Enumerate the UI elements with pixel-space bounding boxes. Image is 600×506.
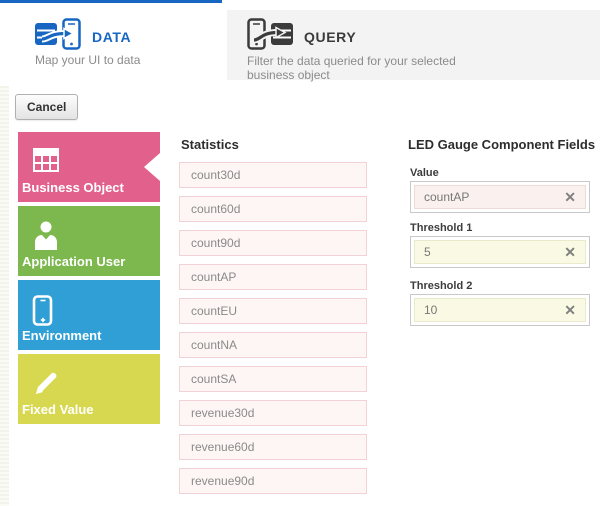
tab-data[interactable]: DATA Map your UI to data [0,0,222,86]
value-field-text: countAP [424,190,470,204]
statistics-title: Statistics [181,137,239,152]
statistics-list: count30d count60d count90d countAP count… [179,162,367,502]
threshold1-field[interactable]: 5 ✕ [410,236,590,268]
threshold2-field-label: Threshold 2 [410,280,473,292]
tab-data-label: DATA [92,28,132,45]
threshold2-field-text: 10 [424,303,438,317]
table-icon [32,147,60,179]
statistic-field-item[interactable]: countAP [179,264,367,290]
sidebar-item-label: Fixed Value [22,402,94,417]
tab-query[interactable]: QUERY Filter the data queried for your s… [227,10,600,82]
query-icon [247,18,293,55]
tab-data-subtitle: Map your UI to data [35,53,141,67]
sidebar-item-label: Environment [22,328,102,343]
sidebar-item-label: Business Object [22,180,124,195]
tab-query-subtitle: Filter the data queried for your selecte… [247,54,456,82]
statistic-field-item[interactable]: count90d [179,230,367,256]
data-icon [35,18,81,55]
cancel-button[interactable]: Cancel [15,94,79,120]
sidebar-item-fixed-value[interactable]: Fixed Value [18,354,160,424]
statistic-field-item[interactable]: revenue60d [179,434,367,460]
sidebar-item-application-user[interactable]: Application User [18,206,160,276]
page-left-margin [0,2,9,506]
fields-panel-title: LED Gauge Component Fields [408,137,596,152]
value-field[interactable]: countAP ✕ [410,181,590,213]
statistic-field-item[interactable]: revenue30d [179,400,367,426]
statistic-field-item[interactable]: revenue90d [179,468,367,494]
clear-x-icon[interactable]: ✕ [564,189,576,205]
phone-icon [32,295,54,331]
clear-x-icon[interactable]: ✕ [564,302,576,318]
statistic-field-item[interactable]: countEU [179,298,367,324]
tab-query-label: QUERY [304,28,357,45]
threshold1-field-text: 5 [424,245,431,259]
pencil-icon [32,369,60,402]
threshold2-field[interactable]: 10 ✕ [410,294,590,326]
statistic-field-item[interactable]: countSA [179,366,367,392]
sidebar-item-business-object[interactable]: Business Object [18,132,160,202]
statistic-field-item[interactable]: count60d [179,196,367,222]
statistic-field-item[interactable]: countNA [179,332,367,358]
user-icon [32,221,59,255]
statistic-field-item[interactable]: count30d [179,162,367,188]
sidebar-item-environment[interactable]: Environment [18,280,160,350]
value-field-label: Value [410,167,439,179]
sidebar-item-label: Application User [22,254,126,269]
clear-x-icon[interactable]: ✕ [564,244,576,260]
threshold1-field-label: Threshold 1 [410,222,473,234]
